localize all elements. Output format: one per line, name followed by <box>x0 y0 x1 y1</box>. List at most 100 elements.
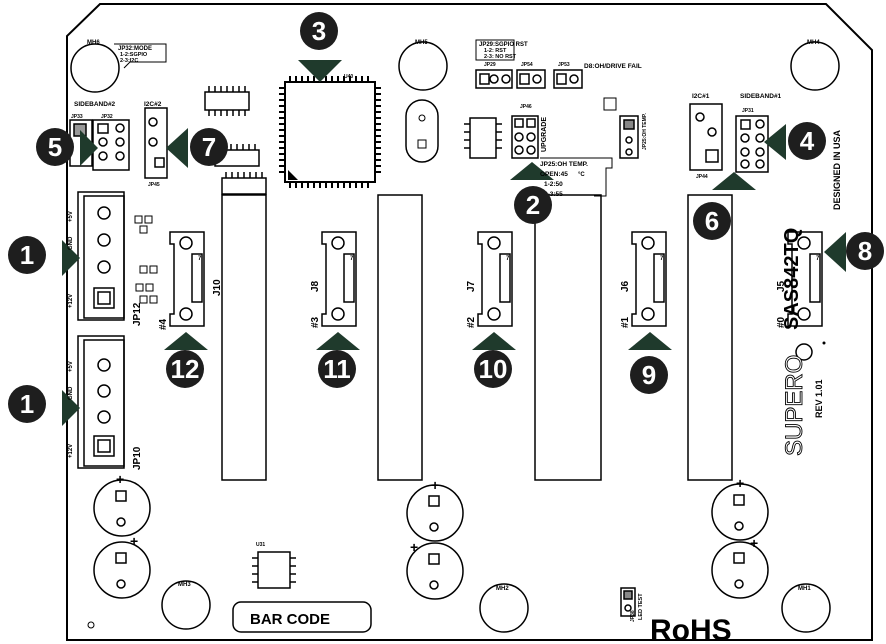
sata-connectors <box>169 231 823 327</box>
label-jp32-mode: JP32:MODE <box>118 46 152 52</box>
header-jp45 <box>144 107 168 179</box>
label-jp38: JP38 <box>630 610 636 622</box>
label-upgrade: UPGRADE <box>541 117 548 152</box>
label-gnd-jp10: GND <box>68 386 74 400</box>
mounting-hole-mh1 <box>781 583 831 633</box>
label-i2c2: I2C#2 <box>144 101 162 108</box>
mounting-hole-mh6 <box>70 43 120 93</box>
callout-1b: 1 <box>8 385 46 423</box>
passive-components <box>134 215 158 304</box>
label-jp33: JP33 <box>71 114 83 120</box>
label-jp32-opt1: 1-2:SGPIO <box>120 52 148 58</box>
label-jp45: JP45 <box>148 182 160 188</box>
label-jp32: JP32 <box>101 114 113 120</box>
label-jp31: JP31 <box>742 108 754 114</box>
label-jp54: JP54 <box>521 62 533 68</box>
logo-ring <box>795 343 813 361</box>
label-c-unit: °C <box>578 172 585 178</box>
label-j5: J5 <box>776 280 787 292</box>
arrow-1a <box>62 240 80 276</box>
label-j6: J6 <box>620 280 631 292</box>
arrow-11 <box>316 332 360 350</box>
header-jp44 <box>689 103 723 171</box>
power-connector-jp10 <box>77 335 125 469</box>
label-seven-j7: 7 <box>506 256 510 262</box>
crystal <box>405 99 439 163</box>
callout-12: 12 <box>166 350 204 388</box>
arrow-2 <box>510 162 554 180</box>
arrow-5 <box>80 130 98 166</box>
label-seven-j10: 7 <box>198 256 202 262</box>
label-jp25-12: 1-2:50 <box>544 181 563 188</box>
label-barcode: BAR CODE <box>250 611 330 628</box>
arrow-3 <box>298 60 342 82</box>
crystal-pad <box>417 139 427 149</box>
pin-dot <box>87 621 95 629</box>
chip-jp46 <box>464 115 539 159</box>
arrow-9 <box>628 332 672 350</box>
label-port4: #4 <box>158 318 169 330</box>
label-12v-jp10: +12V <box>68 444 74 458</box>
callout-2: 2 <box>514 186 552 224</box>
label-port0: #0 <box>776 316 787 328</box>
label-jp25-title: JP25:OH TEMP. <box>540 161 588 168</box>
board-outline <box>66 3 873 641</box>
mounting-hole-mh2 <box>479 583 529 633</box>
arrow-12 <box>164 332 208 350</box>
callout-9: 9 <box>630 356 668 394</box>
callout-7: 7 <box>190 128 228 166</box>
label-gnd-jp12: GND <box>68 236 74 250</box>
drive-slot-3 <box>534 194 602 481</box>
label-port3: #3 <box>310 316 321 328</box>
header-jp31 <box>735 115 769 173</box>
chip-u40 <box>284 81 376 183</box>
label-jp53: JP53 <box>558 62 570 68</box>
drive-slot-2 <box>377 194 423 481</box>
chip-u40-pins <box>279 76 381 188</box>
jp32-mode-bracket <box>114 43 167 69</box>
label-model: SAS842TQ <box>781 228 803 330</box>
label-jp12: JP12 <box>132 302 143 326</box>
label-i2c1: I2C#1 <box>692 93 710 100</box>
label-j8: J8 <box>310 280 321 292</box>
callout-6: 6 <box>693 202 731 240</box>
label-mh4: MH4 <box>807 40 820 46</box>
arrow-10 <box>472 332 516 350</box>
label-d8: D8:OH/DRIVE FAIL <box>584 63 642 70</box>
label-led-test: LED TEST <box>638 593 644 620</box>
arrow-6 <box>712 172 756 190</box>
barcode-box <box>232 601 372 633</box>
label-jp25-23: 2-3:55 <box>544 191 563 198</box>
label-mh5: MH5 <box>415 40 428 46</box>
header-jp25 <box>619 115 639 159</box>
label-jp10: JP10 <box>132 446 143 470</box>
crystal-pin <box>418 114 426 122</box>
label-designed: DESIGNED IN USA <box>832 129 842 210</box>
label-jp25: JP25:OH TEMP. <box>642 113 648 150</box>
mounting-hole-mh5 <box>398 41 448 91</box>
chip-u31 <box>252 551 296 589</box>
jp29-title-bracket <box>475 39 515 61</box>
header-jp54 <box>516 69 546 89</box>
callout-5: 5 <box>36 128 74 166</box>
header-jp38 <box>620 587 636 617</box>
svg-text:+: + <box>410 539 418 555</box>
label-j7: J7 <box>466 280 477 292</box>
label-mh1: MH1 <box>798 586 811 592</box>
capacitors <box>93 479 769 600</box>
label-jp29-opt2: 2-3: NO RST <box>484 54 517 60</box>
header-jp53 <box>553 69 583 89</box>
callout-11: 11 <box>318 350 356 388</box>
label-mh6: MH6 <box>87 40 100 46</box>
label-jp29-opt1: 1-2: RST <box>484 48 507 54</box>
led-d8 <box>603 97 617 111</box>
arrow-7 <box>166 128 188 168</box>
label-mh3: MH3 <box>178 582 191 588</box>
callout-1a: 1 <box>8 236 46 274</box>
callout-10: 10 <box>474 350 512 388</box>
label-sideband1: SIDEBAND#1 <box>740 93 782 100</box>
label-u40: U40 <box>344 74 353 80</box>
label-u31: U31 <box>256 542 265 548</box>
